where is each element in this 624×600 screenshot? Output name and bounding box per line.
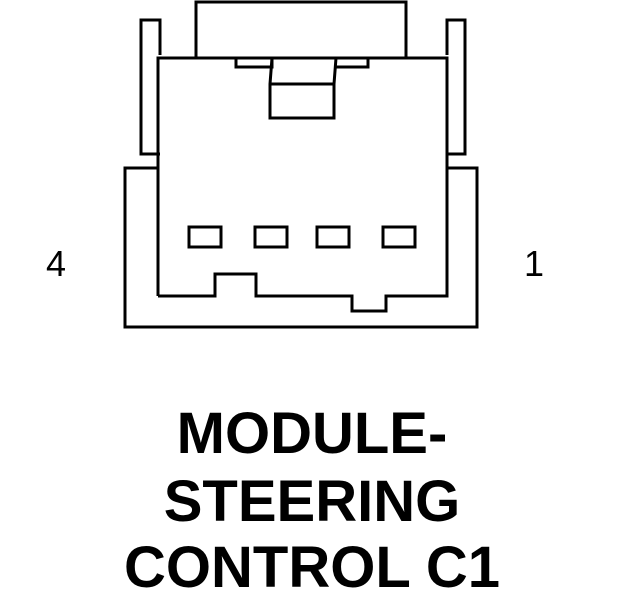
connector-title-line-3: CONTROL C1 [124,535,500,600]
pin-number-label-left: 4 [46,243,67,284]
right-latch-arm [445,18,467,156]
pin-cavity-3 [253,225,289,249]
connector-title-line-1: MODULE- [176,401,448,466]
locking-tab [194,0,408,60]
pin-cavity-2 [315,225,351,249]
left-latch-arm [139,18,162,156]
connector-body [156,56,449,313]
connector-title-line-2: STEERING [163,469,461,534]
pin-cavity-4 [187,225,223,249]
pin-number-label-right: 1 [524,243,545,284]
pin-cavity-1 [381,225,417,249]
connector-shell [123,166,479,329]
